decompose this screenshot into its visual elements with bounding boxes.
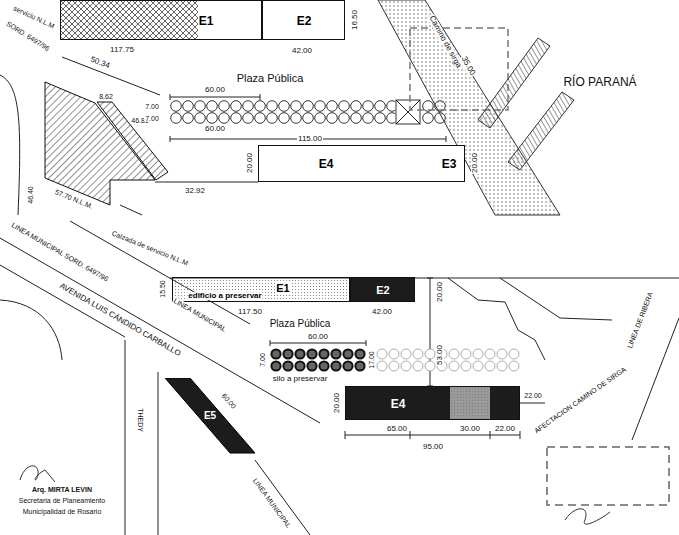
bottom-plan-part [270, 348, 366, 372]
building-label: E2 [376, 285, 389, 296]
building-label: E4 [319, 158, 334, 170]
building-label: E3 [442, 158, 457, 170]
plan-label: Secretaria de Planeamiento [18, 497, 106, 504]
bottom-plan-part [345, 386, 450, 420]
plan-label: 117.50 [237, 308, 263, 316]
bottom-plan-part [20, 466, 55, 482]
plan-label: 15.50 [159, 279, 166, 299]
top-plan-part [120, 205, 142, 215]
plan-label: 20.00 [471, 152, 479, 174]
building-block: edificio a preservar E1 [172, 277, 350, 302]
building-label: E1 [275, 283, 290, 294]
plan-label: Plaza Pública [269, 319, 332, 329]
building-block: E4 E3 [258, 145, 465, 182]
plan-label: 60.00 [204, 86, 226, 94]
top-plan-part [410, 28, 508, 110]
plan-label: 53.00 [436, 344, 444, 366]
plan-label: RÍO PARANÁ [562, 76, 637, 88]
bottom-plan-part [490, 386, 520, 420]
bottom-plan-part [0, 238, 320, 423]
bottom-plan-part [520, 403, 545, 404]
top-plan-part [170, 100, 395, 124]
building-label: E4 [391, 398, 406, 410]
top-plan-part [60, 0, 198, 40]
bottom-plan-part [376, 348, 520, 372]
top-plan-part [396, 100, 420, 124]
plan-label: 115.00 [297, 135, 323, 143]
top-plan [0, 0, 574, 215]
bottom-plan-part [500, 278, 612, 320]
top-plan-part [378, 0, 560, 215]
plan-label: Municipalidad de Rosario [22, 508, 103, 515]
plan-label: THEDY [137, 407, 144, 433]
top-plan-part [396, 100, 420, 124]
plan-label: 60.00 [307, 333, 329, 341]
bottom-plan-part [632, 318, 679, 440]
bottom-plan-part [450, 386, 490, 420]
plan-label: 65.00 [386, 425, 408, 433]
plan-label: 46.40 [27, 185, 34, 205]
plan-label: 7.00 [259, 352, 266, 368]
plan-label: LINEA DE RIBERA [626, 290, 655, 350]
plan-label: Plaza Pública [236, 73, 305, 84]
plan-label: 42.00 [291, 47, 313, 55]
building-block: E1 [60, 0, 262, 40]
building-label: edificio a preservar [187, 292, 262, 300]
bottom-plan-part [125, 340, 158, 535]
top-plan-part [170, 136, 446, 142]
building-shape [165, 378, 255, 453]
building-label: E5 [204, 411, 216, 421]
bottom-plan-part [565, 509, 610, 524]
building-block: E2 [350, 277, 415, 302]
plan-label: 117.75 [109, 46, 135, 54]
plan-label: 8.62 [98, 93, 114, 100]
plan-label: 95.00 [422, 443, 444, 451]
plan-label: AFECTACION CAMINO DE SIRGA [532, 365, 628, 435]
top-plan-part [97, 102, 168, 180]
plan-label: 16.50 [351, 9, 359, 31]
plan-label: silo a preservar [272, 375, 329, 383]
top-plan-part [155, 182, 258, 183]
bottom-plan-part [448, 278, 545, 360]
plan-label: 60.00 [220, 391, 238, 410]
building-block: E4 [345, 386, 520, 420]
building-label: E1 [199, 15, 214, 27]
building-block: E5 [165, 378, 255, 455]
building-block: E2 [262, 0, 345, 40]
plan-label: 20.00 [436, 281, 444, 303]
plan-label: 22.00 [494, 425, 516, 433]
plan-label: 20.00 [333, 392, 341, 414]
plan-label: 20.00 [246, 152, 254, 174]
bottom-plan-part [547, 447, 669, 505]
top-plan-part [170, 94, 260, 100]
top-plan-part [508, 92, 574, 170]
plan-label: 42.00 [371, 308, 393, 316]
plan-label: 60.00 [204, 125, 226, 133]
plan-label: 30.00 [459, 425, 481, 433]
bottom-plan-part [172, 277, 350, 302]
plan-label: 17.00 [368, 350, 375, 370]
bottom-plan-part [0, 300, 62, 360]
building-label: E2 [297, 15, 312, 27]
plan-label: Calzada de servicio N.L.M [110, 229, 190, 267]
top-plan-part [0, 75, 20, 215]
top-plan-part [478, 38, 550, 128]
plan-label: 7.00 [144, 115, 160, 122]
bottom-plan-part [450, 386, 490, 420]
plan-label: LINEA MUNICIPAL [172, 297, 229, 334]
plan-label: 7.00 [144, 103, 160, 110]
bottom-plan [0, 221, 679, 535]
plan-label: 22.00 [523, 392, 543, 399]
plan-label: 32.92 [184, 187, 206, 195]
plan-label: Arq. MIRTA LEVIN [31, 486, 93, 493]
